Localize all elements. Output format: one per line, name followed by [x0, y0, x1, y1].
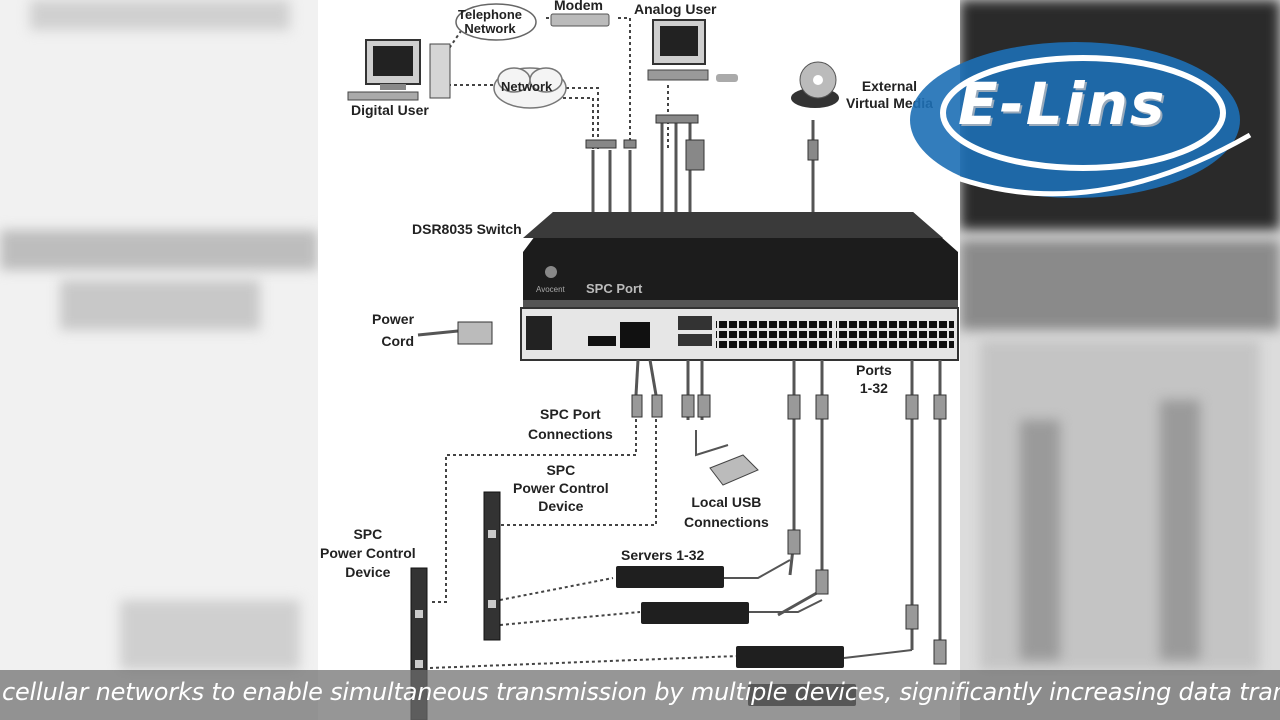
spc-port-connections-label: SPC Port Connections	[528, 406, 613, 442]
servers-label: Servers 1-32	[621, 547, 705, 563]
spc-power-device-1	[483, 491, 501, 641]
digital-user-computer	[347, 39, 451, 101]
network-cloud	[493, 67, 567, 109]
analog-user-computer	[647, 19, 738, 82]
spc-power-control-device-label-1: SPC Power Control Device	[513, 462, 609, 514]
caption-bar: cellular networks to enable simultaneous…	[0, 670, 1280, 720]
telephone-network-label: Telephone Network	[458, 7, 523, 36]
digital-user-label: Digital User	[351, 102, 429, 118]
caption-text: cellular networks to enable simultaneous…	[2, 678, 1280, 706]
switch-name-label: DSR8035 Switch	[412, 221, 522, 237]
kvm-wiring-diagram: Telephone Network Modem Analog User Digi…	[318, 0, 960, 720]
usb-keyboard	[695, 430, 759, 486]
logo-text: E-Lins	[958, 70, 1167, 138]
modem-device	[550, 13, 610, 27]
modem-label: Modem	[554, 0, 603, 13]
power-cord-label: Power Cord	[372, 311, 415, 349]
spc-port-label: SPC Port	[586, 281, 643, 296]
ports-label: Ports 1-32	[856, 362, 892, 396]
analog-user-label: Analog User	[634, 1, 717, 17]
virtual-media-drive	[791, 61, 839, 108]
spc-power-control-device-label-2: SPC Power Control Device	[320, 526, 416, 580]
telephone-network-cloud	[455, 3, 537, 41]
local-usb-connections-label: Local USB Connections	[684, 494, 769, 530]
power-cord	[417, 321, 493, 345]
dsr8035-switch	[520, 212, 959, 361]
network-label: Network	[501, 79, 553, 94]
left-blurred-panel	[0, 0, 318, 720]
switch-brand-label: Avocent	[536, 285, 565, 294]
logo-swoosh	[910, 42, 1252, 198]
